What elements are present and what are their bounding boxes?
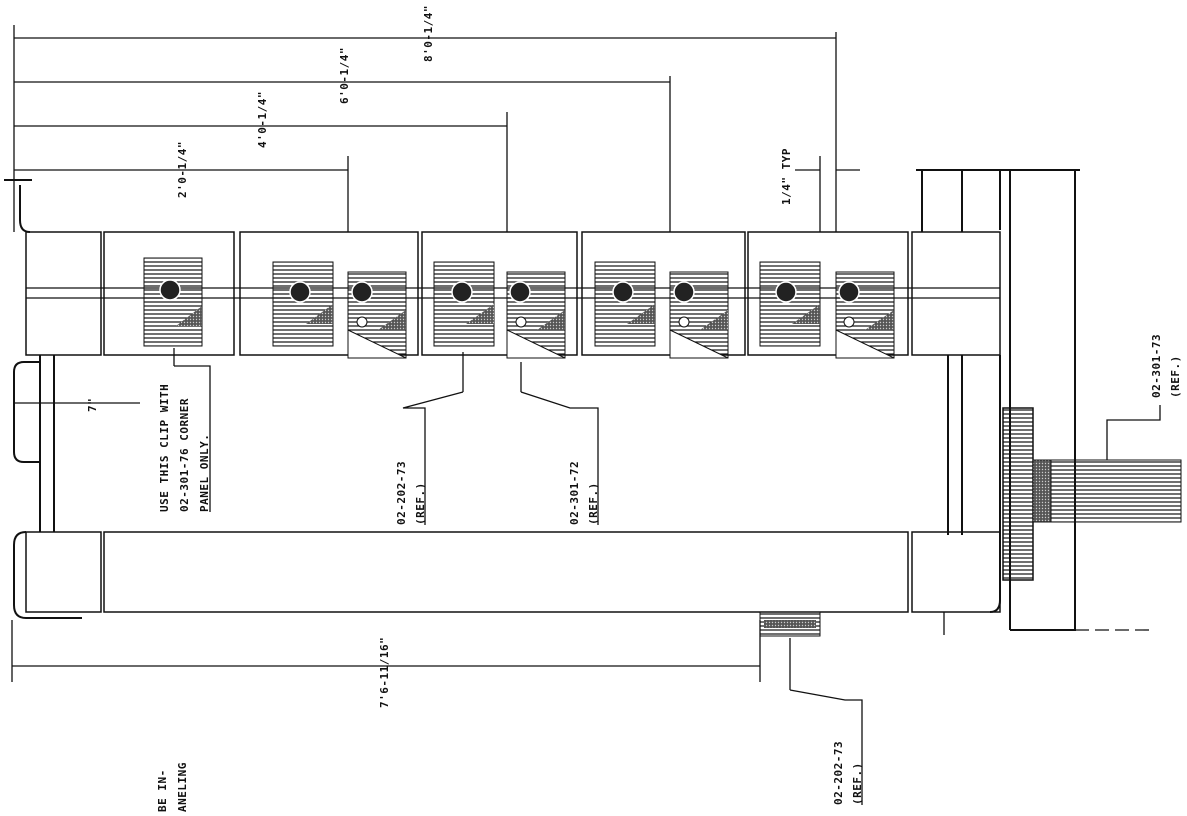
clip-note-line1: USE THIS CLIP WITH (158, 384, 171, 512)
ref-c-part: 02-301-73 (1150, 334, 1163, 398)
clip-4 (433, 261, 495, 347)
ref-a-ref: (REF.) (414, 482, 427, 525)
dimension-lines (4, 25, 860, 682)
ref-d-part: 02-202-73 (832, 741, 845, 805)
dim-6ft: 6'0-1/4" (338, 47, 351, 104)
screw-icon (775, 281, 797, 303)
screw-icon (159, 279, 181, 301)
clip-8 (759, 261, 821, 347)
dim-7ft6: 7'6-11/16" (378, 637, 391, 708)
clip-3 (347, 271, 407, 359)
dim-8ft: 8'0-1/4" (422, 5, 435, 62)
ref-b-part: 02-301-72 (568, 461, 581, 525)
screw-icon (673, 281, 695, 303)
dim-7in: 7" (86, 398, 99, 412)
clip-2 (272, 261, 334, 347)
partial-note-line2: ANELING (176, 762, 189, 812)
ref-b-ref: (REF.) (587, 482, 600, 525)
screw-icon (289, 281, 311, 303)
screw-icon (838, 281, 860, 303)
ref-c-ref: (REF.) (1169, 355, 1182, 398)
clip-5 (506, 271, 566, 359)
side-connector (1002, 407, 1182, 581)
ref-a-part: 02-202-73 (395, 461, 408, 525)
clip-1 (143, 257, 203, 347)
screw-icon (509, 281, 531, 303)
screw-icon (451, 281, 473, 303)
leader-lines (173, 348, 1161, 805)
dim-typ: 1/4" TYP (780, 148, 793, 205)
screw-icon (612, 281, 634, 303)
ref-d-ref: (REF.) (851, 762, 864, 805)
labels: 8'0-1/4" 6'0-1/4" 4'0-1/4" 2'0-1/4" 1/4"… (86, 5, 1182, 812)
clip-6 (594, 261, 656, 347)
clip-note-line2: 02-301-76 CORNER (178, 398, 191, 512)
clip-9 (835, 271, 895, 359)
clip-note-line3: PANEL ONLY. (198, 434, 211, 512)
partial-note-line1: BE IN- (156, 769, 169, 812)
screw-icon (351, 281, 373, 303)
bottom-clip (759, 611, 821, 637)
dim-2ft: 2'0-1/4" (176, 141, 189, 198)
clip-7 (669, 271, 729, 359)
dim-4ft: 4'0-1/4" (256, 91, 269, 148)
